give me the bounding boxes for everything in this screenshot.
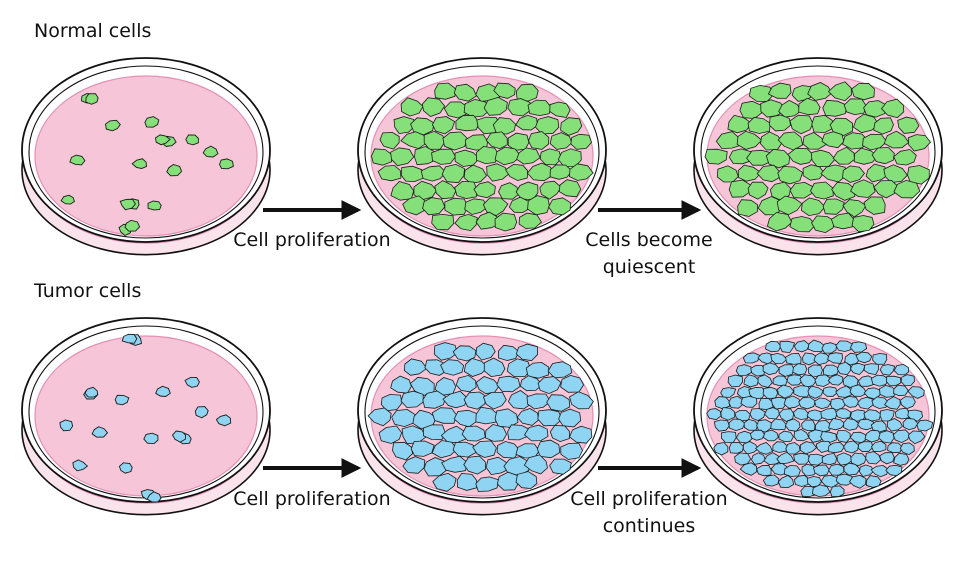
dish-normal-confluent [357,57,607,256]
dish-normal-sparse [21,57,271,256]
cell-layer [371,82,594,232]
cell-layer [60,93,234,237]
label-tumor-step2-line1: Cell proliferation [570,488,727,510]
dish-tumor-confluent [357,317,607,516]
label-tumor-step1: Cell proliferation [233,488,390,510]
label-tumor-step2-line2: continues [603,515,696,537]
dish-tumor-dense [693,317,943,516]
cell-layer [706,339,934,498]
dish-tumor-sparse [21,317,271,516]
cell-layer [367,342,594,492]
label-normal-step2-line2: quiescent [603,256,696,278]
row-title-tumor: Tumor cells [33,280,141,302]
cell-layer [704,81,932,234]
dish-normal-quiescent [693,57,943,256]
label-normal-step2-line1: Cells become [585,229,712,251]
cell-layer [59,333,232,503]
label-normal-step1: Cell proliferation [233,229,390,251]
row-title-normal: Normal cells [34,20,151,42]
